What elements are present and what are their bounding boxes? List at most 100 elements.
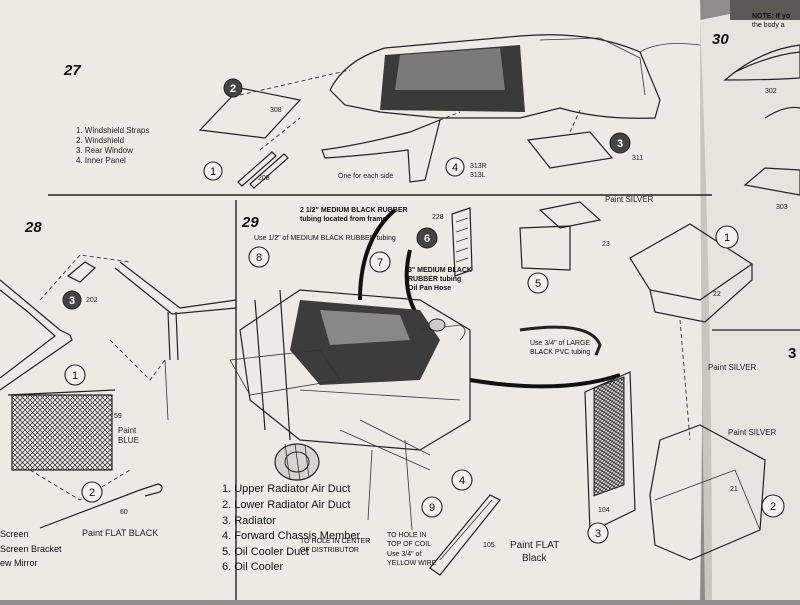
distributor-wire xyxy=(367,449,373,521)
callout-number: 3 xyxy=(617,138,623,150)
part-number: 208 xyxy=(258,175,270,182)
step-30-note: NOTE: If yo xyxy=(752,13,790,20)
car-roof-drawing xyxy=(329,34,661,119)
roll-bar-frame xyxy=(119,261,237,309)
step-29-legend: 1. Upper Radiator Air Duct 2. Lower Radi… xyxy=(222,483,360,573)
step-27-number: 27 xyxy=(63,62,81,79)
callout-number: 3 xyxy=(69,295,75,307)
legend-partial: ew Mirror xyxy=(0,558,38,568)
coil-note: YELLOW WIRE xyxy=(387,560,437,567)
callout-circle xyxy=(369,251,391,273)
hose-note: tubing located from frame xyxy=(300,216,386,223)
body-part-drawing xyxy=(723,44,800,81)
callout-circle xyxy=(609,132,631,154)
oil-cooler-hose xyxy=(469,373,621,389)
windshield-strap xyxy=(237,151,277,187)
step-29-legend-line: 3. Radiator xyxy=(222,515,276,527)
part-number: 202 xyxy=(86,297,98,304)
step-30-note: the body a xyxy=(752,22,785,29)
callout-number: 8 xyxy=(256,252,262,264)
step-27-legend: 1. Windshield Straps 2. Windshield 3. Re… xyxy=(76,126,149,165)
callout-circle xyxy=(761,494,785,518)
part-number: 313R xyxy=(470,163,487,170)
hose-note: RUBBER tubing xyxy=(408,276,461,283)
callout-circle xyxy=(203,161,223,181)
car-window-highlight xyxy=(395,48,505,90)
callout-circle xyxy=(416,227,438,249)
paint-note: BLUE xyxy=(118,436,139,445)
spring-bracket xyxy=(164,359,169,421)
callout-circle xyxy=(62,290,82,310)
assembly-guide xyxy=(239,69,351,96)
callout-number: 4 xyxy=(452,162,458,174)
part-number: 23 xyxy=(602,241,610,248)
callout-number: 1 xyxy=(72,370,78,382)
air-duct-plate xyxy=(519,225,571,271)
part-number: 22 xyxy=(713,291,721,298)
callout-circle xyxy=(527,272,549,294)
callout-circle xyxy=(64,364,86,386)
part-number: 21 xyxy=(730,486,738,493)
callout-number: 2 xyxy=(770,501,776,513)
step-27-legend-line: 1. Windshield Straps xyxy=(76,126,149,135)
paint-note: Paint SILVER xyxy=(605,195,654,204)
hose-note: Oil Pan Hose xyxy=(408,285,451,292)
upper-radiator-air-duct xyxy=(629,223,754,301)
step-30-number: 30 xyxy=(712,31,729,48)
callout-number: 9 xyxy=(429,502,435,514)
screen-bracket-part xyxy=(39,483,163,529)
assembly-guide xyxy=(39,254,131,301)
coil-note: TO HOLE IN xyxy=(387,532,427,539)
callout-circle xyxy=(81,481,103,503)
callout-circle xyxy=(421,496,443,518)
car-rear-pillar xyxy=(539,37,646,96)
assembly-guide xyxy=(109,339,166,381)
radiator-part xyxy=(584,371,636,533)
left-page xyxy=(0,0,703,600)
assembly-guide xyxy=(419,111,461,129)
callout-number: 2 xyxy=(89,487,95,499)
next-step-partial: 3 xyxy=(788,345,796,362)
roll-bar-frame xyxy=(114,267,237,315)
oil-cooler-fins xyxy=(455,217,469,263)
distributor-note: TO HOLE IN CENTER xyxy=(300,538,370,545)
step-27-note: One for each side xyxy=(338,173,393,180)
paint-note: Black xyxy=(522,553,547,564)
upper-radiator-air-duct-side xyxy=(649,264,753,323)
step-28-number: 28 xyxy=(24,219,42,236)
coil-note: TOP OF COIL xyxy=(387,541,431,548)
paint-note: Paint FLAT BLACK xyxy=(82,528,158,538)
window-screen-net xyxy=(11,394,113,471)
distributor-note: OF DISTRIBUTOR xyxy=(300,547,359,554)
pvc-tubing xyxy=(519,325,602,356)
part-number: 302 xyxy=(765,88,777,95)
part-number: 228 xyxy=(432,214,444,221)
step-27-legend-line: 3. Rear Window xyxy=(76,146,133,155)
step-27: 27 1. Windshield Straps 2. Windshield 3.… xyxy=(63,34,701,189)
step-29-legend-line: 4. Forward Chassis Member xyxy=(222,530,360,542)
callout-number: 4 xyxy=(459,475,465,487)
hose-note: 3" MEDIUM BLACK xyxy=(408,267,472,274)
callout-number: 2 xyxy=(230,83,236,95)
hose-note: 2 1/2" MEDIUM BLACK RUBBER xyxy=(300,207,408,214)
callout-circle xyxy=(451,469,473,491)
car-roof-edge xyxy=(639,43,701,53)
radiator-core xyxy=(593,376,625,497)
rubber-hose xyxy=(358,208,397,301)
body-part-line xyxy=(764,106,800,119)
screen-top-bar xyxy=(7,389,116,396)
lower-radiator-air-duct-edge xyxy=(654,469,761,531)
step-29-legend-line: 1. Upper Radiator Air Duct xyxy=(222,483,350,495)
inner-panel-part xyxy=(321,119,441,183)
part-number: 311 xyxy=(632,155,643,162)
callout-circle xyxy=(587,522,609,544)
callout-number: 1 xyxy=(724,232,730,244)
callout-number: 7 xyxy=(377,257,383,269)
callout-number: 6 xyxy=(424,233,430,245)
right-page xyxy=(700,0,800,600)
roll-bar-frame xyxy=(0,279,73,391)
assembly-guide xyxy=(679,319,691,441)
pvc-note: BLACK PVC tubing xyxy=(530,349,590,356)
